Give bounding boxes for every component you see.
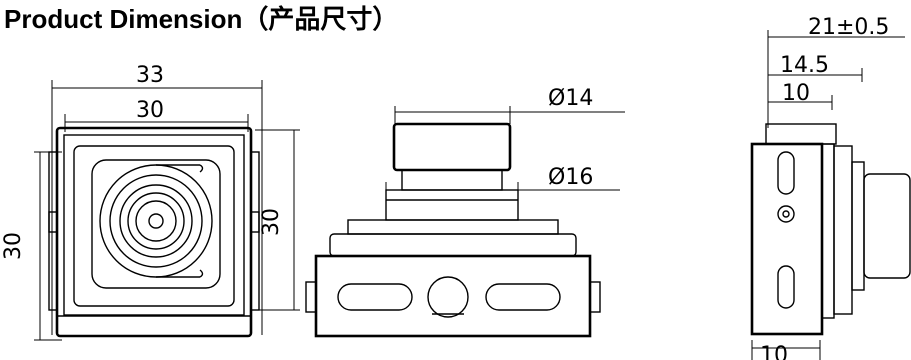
dim-height-right: 30 [259, 208, 284, 236]
dim-depth-21: 21±0.5 [808, 15, 889, 40]
side-view: 21±0.5 14.5 10 10 [750, 15, 911, 360]
dim-width-30: 30 [136, 98, 164, 123]
front-view: 33 30 30 30 [1, 63, 300, 341]
dim-height-left: 30 [1, 232, 26, 260]
top-view: Ø14 Ø16 [305, 86, 625, 338]
dim-diameter-16: Ø16 [548, 165, 593, 190]
dim-depth-10: 10 [782, 81, 810, 106]
dim-width-33: 33 [136, 63, 164, 88]
page-title: Product Dimension（产品尺寸） [4, 4, 398, 34]
dim-diameter-14: Ø14 [548, 86, 593, 111]
dim-depth-14-5: 14.5 [780, 53, 829, 78]
dim-depth-bottom: 10 [760, 343, 788, 360]
